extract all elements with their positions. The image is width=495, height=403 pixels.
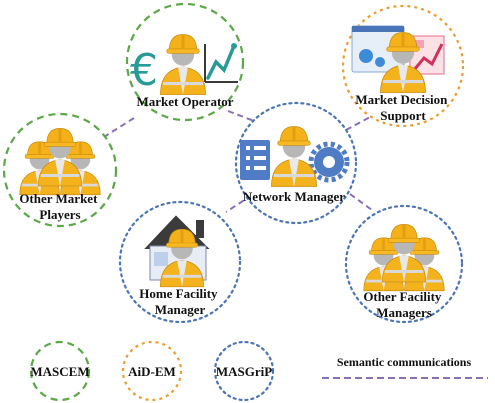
node-market-operator: € Market Operator	[125, 2, 245, 122]
grid-gear-worker-icon	[240, 125, 350, 188]
legend-aidem-label: AiD-EM	[128, 364, 176, 379]
euro-chart-worker-icon: €	[130, 33, 238, 96]
node-network-manager: Network Manager	[234, 101, 358, 225]
node-label: Market Operator	[136, 94, 233, 109]
node-label: Market Decision Support	[355, 92, 450, 123]
legend-aidem: AiD-EM	[121, 340, 183, 402]
node-other-facility-managers: Other Facility Managers	[344, 204, 464, 324]
legend-masgrip: MASGriP	[213, 340, 275, 402]
legend-semantic: Semantic communications	[322, 355, 488, 379]
house-worker-icon	[139, 212, 215, 288]
legend-masgrip-label: MASGriP	[216, 364, 272, 379]
legend-mascem-label: MASCEM	[30, 364, 89, 379]
node-label: Other Facility Managers	[363, 289, 444, 320]
node-label: Network Manager	[243, 189, 345, 204]
dashboard-worker-icon	[351, 25, 445, 94]
link-operator-players	[95, 117, 135, 143]
legend: MASCEM AiD-EM MASGriP Semantic communica…	[29, 340, 488, 402]
node-other-market-players: Other Market Players	[2, 112, 118, 228]
node-market-decision-support: Market Decision Support	[341, 4, 465, 128]
node-label: Home Facility Manager	[139, 286, 221, 317]
legend-semantic-label: Semantic communications	[337, 355, 472, 369]
node-home-facility-manager: Home Facility Manager	[118, 200, 242, 324]
svg-text:€: €	[130, 45, 158, 96]
link-network-decision	[345, 115, 373, 131]
legend-mascem: MASCEM	[29, 340, 91, 402]
link-network-facility	[349, 193, 373, 211]
node-label: Other Market Players	[19, 191, 100, 222]
